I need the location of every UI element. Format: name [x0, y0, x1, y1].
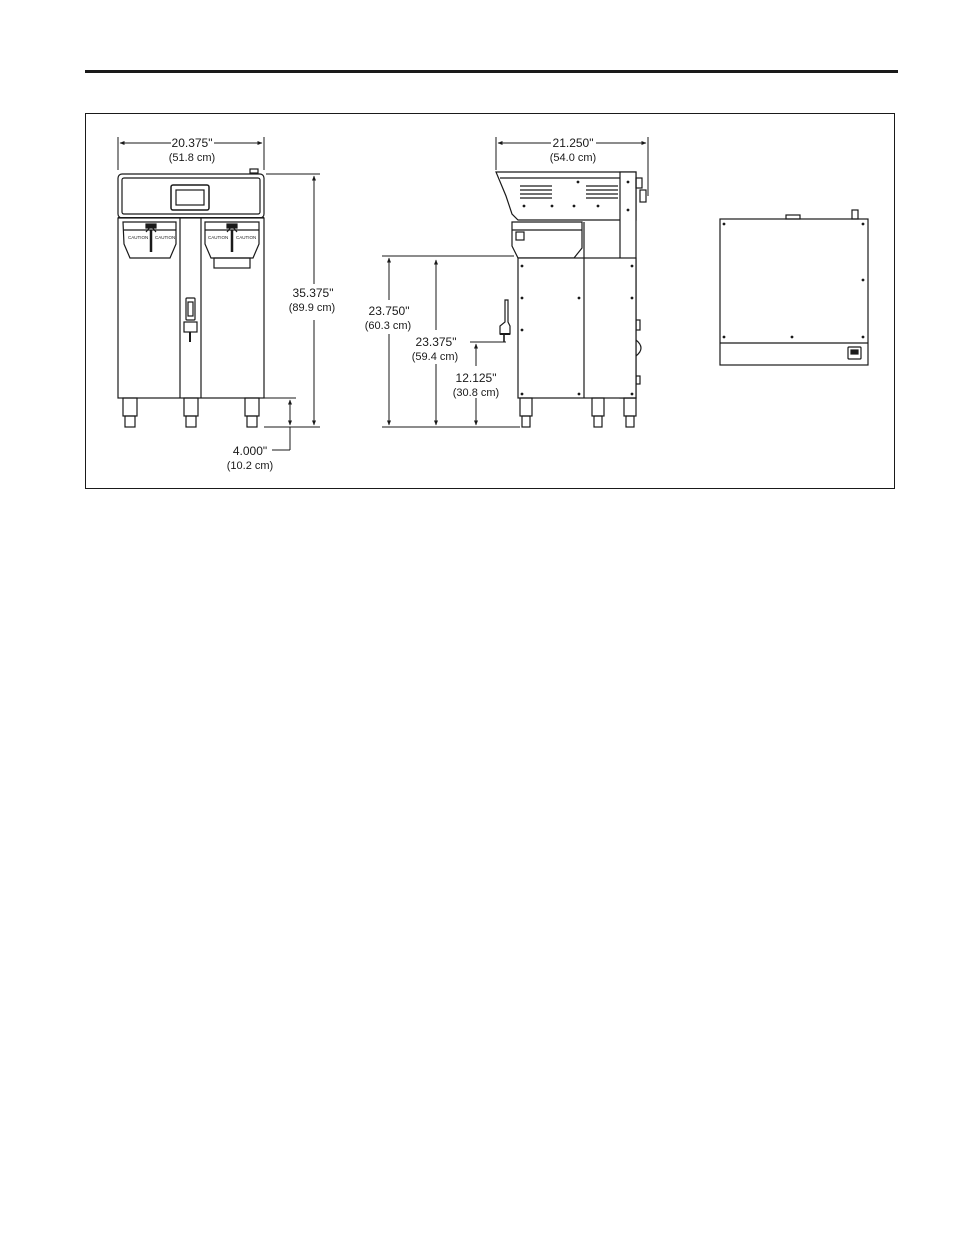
caution-label-1: CAUTION [128, 235, 148, 240]
leg-height-cm: (10.2 cm) [227, 460, 273, 472]
front-legs [123, 398, 259, 427]
top-view [720, 210, 868, 365]
faucet-height-inches: 12.125" [456, 371, 497, 385]
height-to-funnel-cm: (60.3 cm) [365, 320, 411, 332]
leg-height-inches: 4.000" [233, 444, 267, 458]
depth-inches: 21.250" [553, 136, 594, 150]
faucet-height-cm: (30.8 cm) [453, 387, 499, 399]
depth-cm: (54.0 cm) [550, 152, 596, 164]
caution-label-3: CAUTION [208, 235, 228, 240]
side-view [496, 172, 646, 427]
leg-height-dimension-line [262, 398, 296, 450]
width-cm: (51.8 cm) [169, 152, 215, 164]
caution-label-2: CAUTION [155, 235, 175, 240]
width-inches: 20.375" [172, 136, 213, 150]
height-to-funnel-inches: 23.750" [369, 304, 410, 318]
height-dimension-line [264, 174, 320, 427]
height-to-step-inches: 23.375" [416, 335, 457, 349]
caution-label-4: CAUTION [236, 235, 256, 240]
height-to-step-cm: (59.4 cm) [412, 351, 458, 363]
height-inches: 35.375" [293, 286, 334, 300]
front-view [118, 169, 264, 427]
height-cm: (89.9 cm) [289, 302, 335, 314]
